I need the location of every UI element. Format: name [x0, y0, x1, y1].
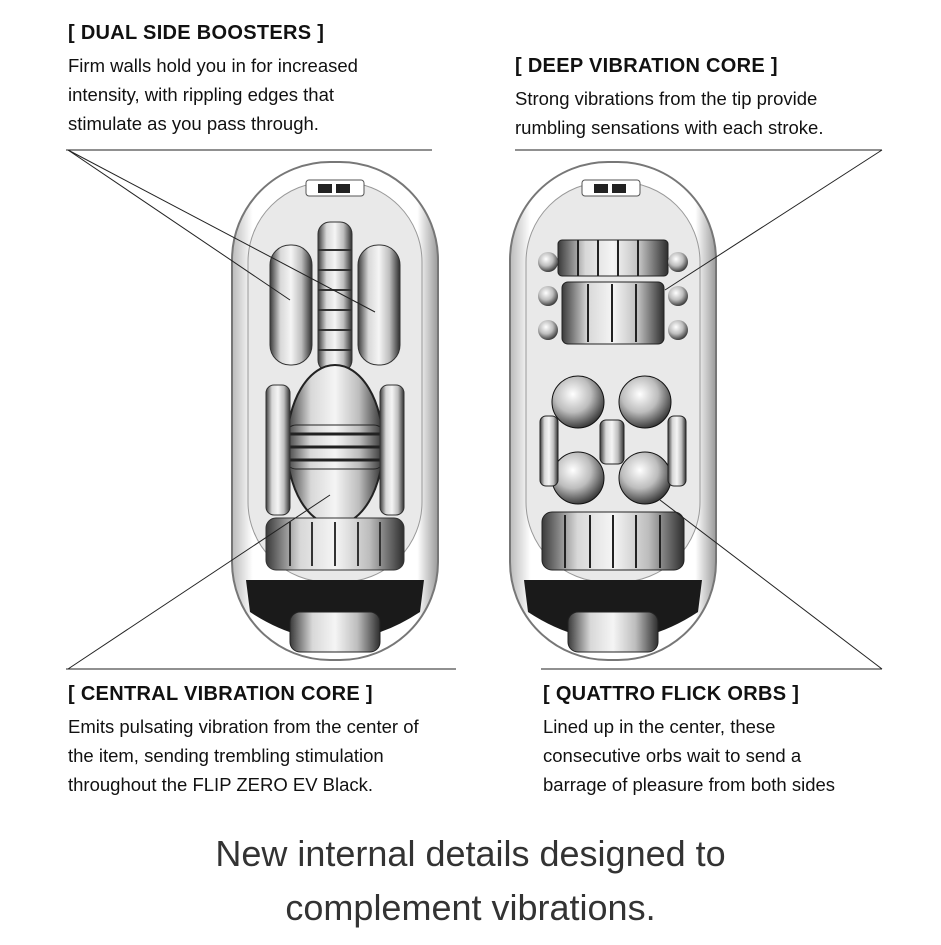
callout-deep-vibration-core: [ DEEP VIBRATION CORE ] Strong vibration… — [515, 55, 915, 142]
callout-text: Emits pulsating vibration from the cente… — [68, 716, 419, 795]
callout-central-vibration-core: [ CENTRAL VIBRATION CORE ] Emits pulsati… — [68, 683, 488, 799]
callout-text: Lined up in the center, these consecutiv… — [543, 716, 836, 795]
callout-title: [ CENTRAL VIBRATION CORE ] — [68, 683, 373, 705]
left-device — [231, 161, 439, 661]
callout-title: [ DEEP VIBRATION CORE ] — [515, 55, 778, 77]
callout-text: Strong vibrations from the tip provide r… — [515, 88, 824, 138]
right-device — [509, 161, 717, 661]
callout-dual-side-boosters: [ DUAL SIDE BOOSTERS ] Firm walls hold y… — [68, 22, 448, 138]
tagline: New internal details designed to complem… — [215, 833, 726, 928]
callout-quattro-flick-orbs: [ QUATTRO FLICK ORBS ] Lined up in the c… — [543, 683, 923, 799]
callout-title: [ QUATTRO FLICK ORBS ] — [543, 683, 800, 705]
leader-lines — [67, 149, 883, 670]
callout-title: [ DUAL SIDE BOOSTERS ] — [68, 22, 325, 44]
callout-text: Firm walls hold you in for increased int… — [68, 55, 358, 134]
